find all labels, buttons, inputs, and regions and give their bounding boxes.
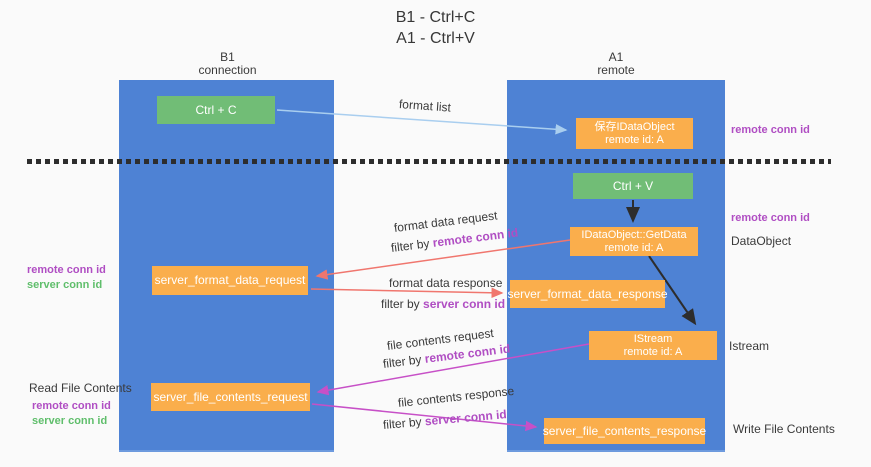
server-format-data-request-box: server_format_data_request <box>152 266 308 295</box>
istream-label: Istream <box>729 339 770 353</box>
save-idataobject-line1: 保存IDataObject <box>594 120 675 133</box>
server-conn-id-text: server conn id <box>423 297 506 311</box>
format-list-label: format list <box>398 97 452 115</box>
column-b1-name: B1 <box>220 50 235 64</box>
read-file-contents-label: Read File Contents <box>29 381 132 395</box>
server-file-contents-response-label: server_file_contents_response <box>542 423 707 438</box>
save-idataobject-line2: remote id: A <box>605 133 664 146</box>
server-conn-id-text: server conn id <box>424 407 508 429</box>
save-idataobject-box: 保存IDataObject remote id: A <box>576 118 693 149</box>
istream-box: IStream remote id: A <box>589 331 717 360</box>
remote-conn-id-label: remote conn id <box>27 264 106 276</box>
server-format-data-request-label: server_format_data_request <box>154 273 306 287</box>
column-header-b1: B1 connection <box>120 51 335 77</box>
format-data-response-label: format data response <box>389 276 503 290</box>
getdata-box: IDataObject::GetData remote id: A <box>570 227 698 256</box>
ctrl-c-label: Ctrl + C <box>195 102 237 117</box>
title-line-2: A1 - Ctrl+V <box>396 30 475 47</box>
ctrl-v-box: Ctrl + V <box>573 173 693 199</box>
column-a1-role: remote <box>597 63 635 77</box>
remote-conn-id-text: remote conn id <box>431 225 519 250</box>
server-format-data-response-label: server_format_data_response <box>507 286 668 301</box>
column-header-a1: A1 remote <box>507 51 725 77</box>
right-remote-conn-id-label-1: remote conn id <box>731 124 810 136</box>
ctrl-c-box: Ctrl + C <box>157 96 275 124</box>
server-conn-id-label: server conn id <box>27 279 103 291</box>
ctrl-v-label: Ctrl + V <box>612 178 654 193</box>
filter-by-server-conn-id-label-2: filter by server conn id <box>382 407 507 432</box>
filter-by-text: filter by <box>382 352 423 371</box>
istream-line2: remote id: A <box>623 345 683 358</box>
write-file-contents-label: Write File Contents <box>733 422 835 436</box>
filter-by-text: filter by <box>382 414 423 432</box>
filter-by-server-conn-id-label-1: filter by server conn id <box>381 297 505 311</box>
column-a1-name: A1 <box>608 50 624 64</box>
title-line-1: B1 - Ctrl+C <box>395 9 476 26</box>
column-b1-role: connection <box>198 63 257 77</box>
server-conn-id-label: server conn id <box>32 415 108 427</box>
clipboard-boundary-dashed-line <box>27 159 831 164</box>
server-format-data-response-box: server_format_data_response <box>507 280 668 308</box>
server-file-contents-request-label: server_file_contents_request <box>153 389 308 404</box>
file-contents-response-label: file contents response <box>397 383 515 410</box>
getdata-line2: remote id: A <box>604 241 664 254</box>
diagram-title: B1 - Ctrl+C A1 - Ctrl+V <box>0 7 871 49</box>
getdata-line1: IDataObject::GetData <box>581 228 687 241</box>
left-conn-ids-format: remote conn id server conn id <box>27 263 106 293</box>
filter-by-text: filter by <box>381 297 420 311</box>
left-conn-ids-file: remote conn id server conn id <box>32 399 111 429</box>
istream-line1: IStream <box>633 332 673 345</box>
dataobject-label: DataObject <box>731 234 792 248</box>
server-file-contents-request-box: server_file_contents_request <box>151 383 310 411</box>
server-file-contents-response-box: server_file_contents_response <box>542 418 707 444</box>
filter-by-text: filter by <box>390 236 431 255</box>
remote-conn-id-label: remote conn id <box>32 400 111 412</box>
right-remote-conn-id-label-2: remote conn id <box>731 212 810 224</box>
